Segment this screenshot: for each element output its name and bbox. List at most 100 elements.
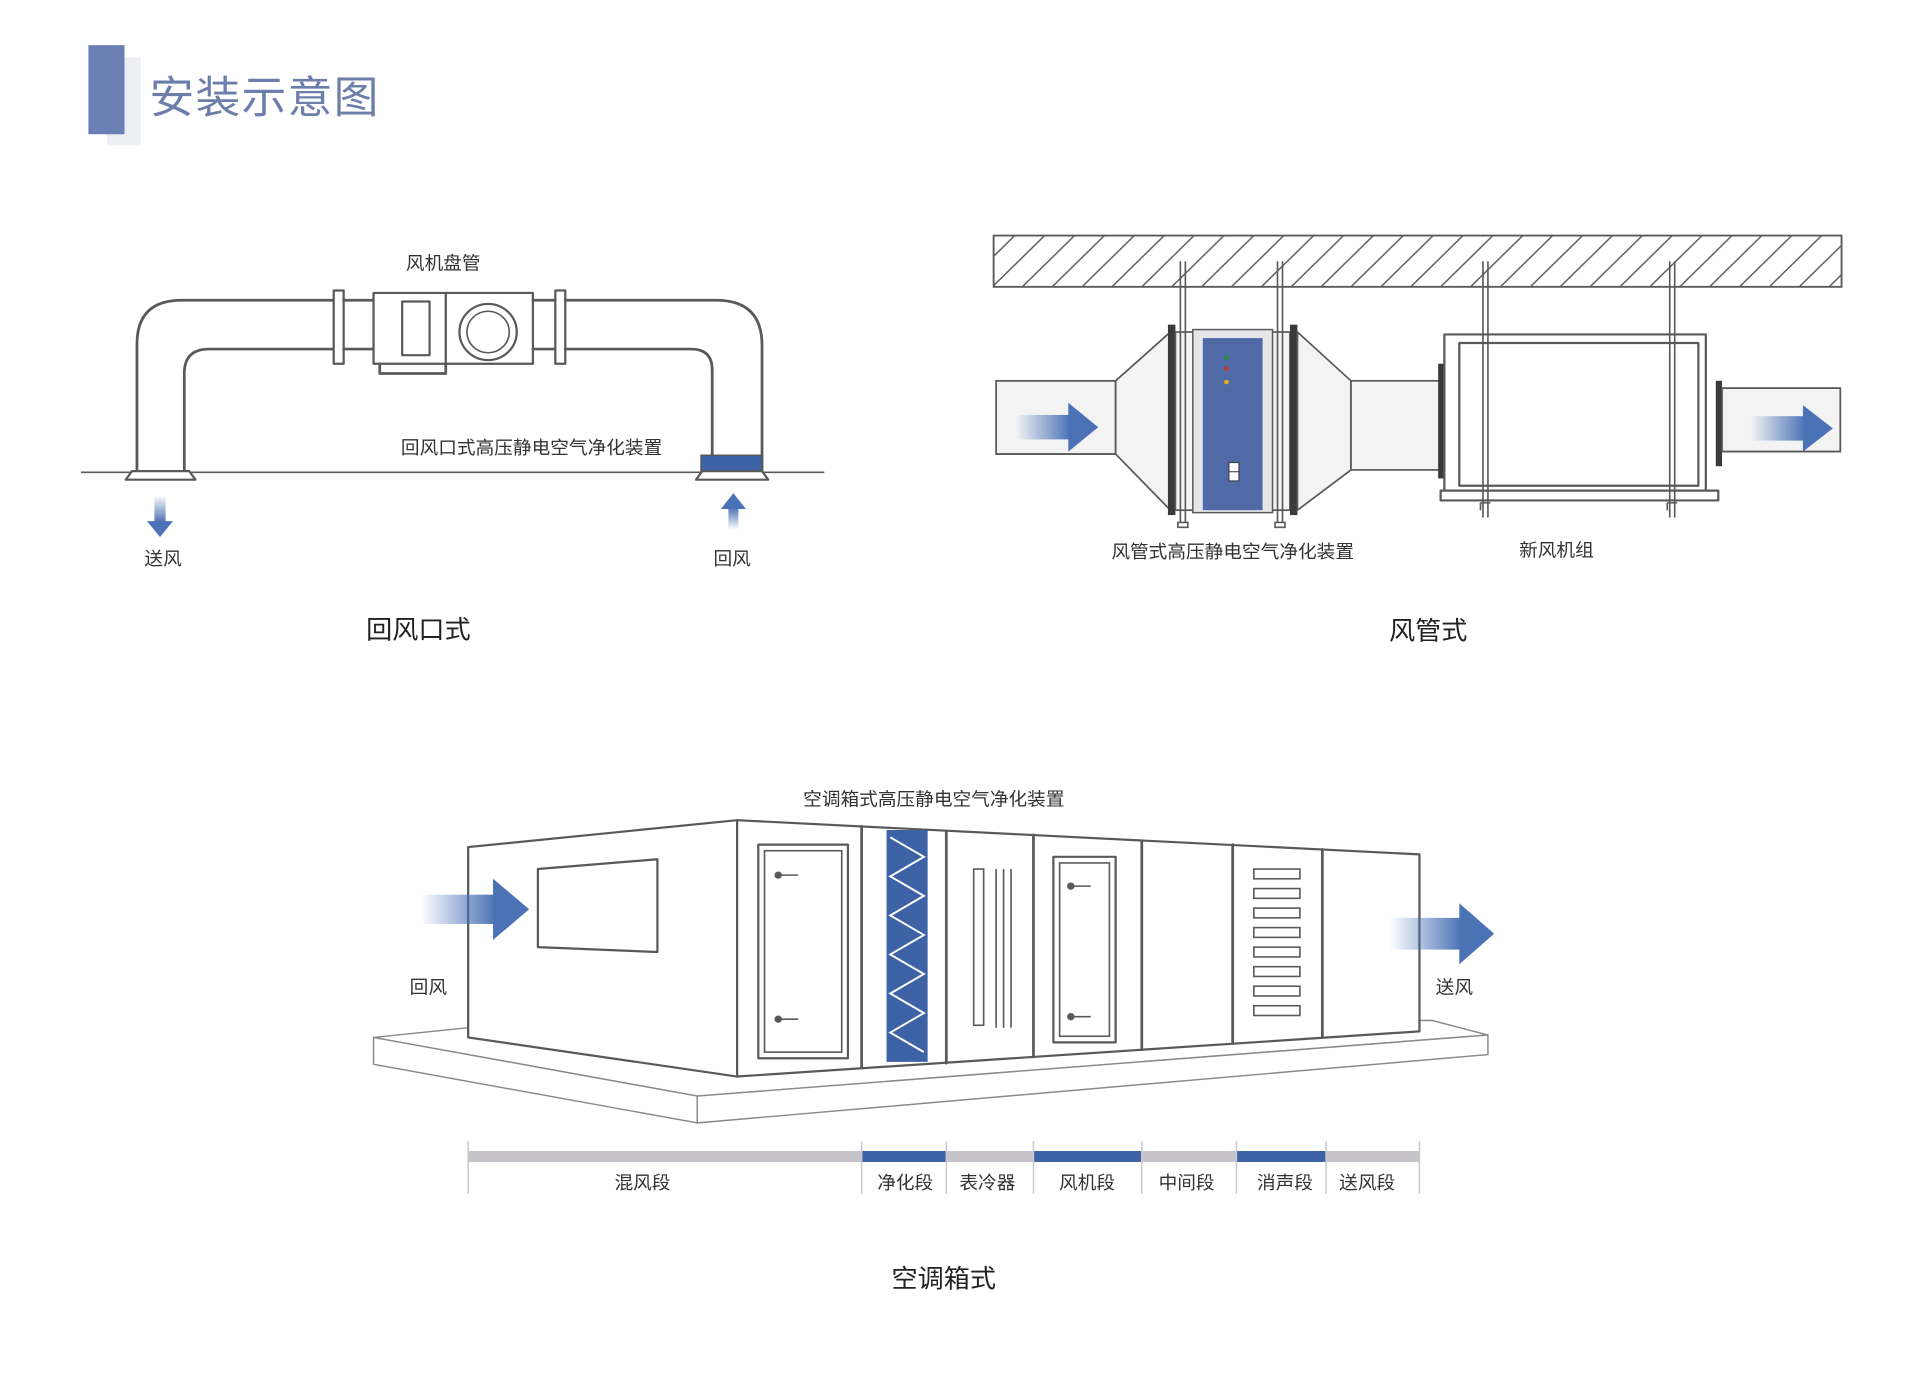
fan-wheel-outer	[458, 302, 518, 362]
ahu-supply-arrow-icon	[1389, 903, 1495, 965]
mixing-section-door	[757, 843, 850, 1060]
segment-label-fan: 风机段	[1059, 1173, 1115, 1194]
supply-duct-inner-wall	[182, 347, 338, 473]
fresh-air-unit-inlet-flange	[1438, 363, 1445, 479]
hanger-rod-4	[1666, 261, 1678, 518]
door-panel	[763, 849, 843, 1053]
duct-type-diagram: 风管式高压静电空气净化装置 新风机组 风管式	[992, 234, 1843, 647]
supply-duct-left	[124, 298, 338, 481]
fresh-air-unit-label: 新风机组	[1519, 541, 1594, 562]
arrow-down-shaft	[154, 495, 166, 523]
fan-wheel-inner	[466, 310, 511, 354]
arrow-up-shaft	[728, 507, 739, 530]
inlet-arrow-shaft	[1016, 414, 1071, 440]
hanger-rods	[1177, 261, 1678, 529]
louver-1	[1253, 868, 1301, 880]
louver-2	[1253, 887, 1301, 900]
ahu-device-label: 空调箱式高压静电空气净化装置	[803, 790, 1064, 811]
purifier-left-flange	[1167, 324, 1176, 516]
return-vent-device-label: 回风口式高压静电空气净化装置	[401, 438, 662, 459]
arrow-down-head	[146, 521, 174, 538]
ahu-supply-arrow-head	[1459, 903, 1495, 965]
return-vent-diagram: 风机盘管	[80, 254, 825, 646]
segment-bar-fan	[1033, 1150, 1142, 1162]
fan-door-handle-top	[1067, 882, 1075, 890]
silencer-louvers	[1253, 868, 1301, 1017]
outlet-arrow-head	[1802, 405, 1833, 452]
indicator-led-green	[1224, 355, 1229, 360]
ahu-caption: 空调箱式	[892, 1265, 997, 1295]
arrow-down-icon	[146, 495, 174, 538]
segment-label-silencer: 消声段	[1257, 1173, 1313, 1194]
segment-legend: 混风段 净化段 表冷器 风机段 中间段 消声段 送风段	[467, 1141, 1421, 1194]
return-vent-caption: 回风口式	[366, 616, 471, 646]
header-accent-bar	[88, 45, 125, 135]
segment-label-purification: 净化段	[877, 1173, 933, 1194]
inlet-airflow-arrow-icon	[1016, 402, 1099, 452]
indicator-led-yellow	[1224, 379, 1229, 385]
outlet-arrow-shaft	[1750, 416, 1806, 441]
louver-4	[1253, 926, 1301, 939]
segment-bar-mixing	[468, 1150, 862, 1162]
louver-8	[1253, 1004, 1301, 1017]
segment-bar-intermediate	[1141, 1150, 1237, 1162]
segment-label-cooling-coil: 表冷器	[959, 1173, 1015, 1194]
fan-door-panel	[1058, 862, 1111, 1038]
fan-coil-label: 风机盘管	[406, 254, 481, 275]
inlet-arrow-head	[1068, 402, 1099, 452]
segment-label-intermediate: 中间段	[1159, 1173, 1215, 1194]
filter-zigzag	[888, 836, 926, 1053]
return-vent-flange	[694, 470, 770, 481]
page-header: 安装示意图	[88, 45, 379, 146]
return-duct-inner-wall	[563, 347, 714, 473]
ahu-return-label: 回风	[410, 978, 447, 999]
segment-label-mixing: 混风段	[614, 1173, 670, 1194]
outlet-transition	[1296, 330, 1352, 512]
ahu-return-arrow-shaft	[420, 894, 496, 924]
cooling-coil	[972, 868, 1012, 1028]
purification-filter	[886, 829, 928, 1062]
return-duct-outer-wall	[563, 298, 764, 473]
duct-type-caption: 风管式	[1389, 617, 1468, 647]
supply-vent-flange	[124, 470, 197, 481]
ahu-section-dividers	[860, 824, 1324, 1070]
fan-coil-unit	[332, 289, 567, 375]
return-air-label: 回风	[713, 549, 750, 570]
connecting-duct	[1350, 379, 1442, 471]
supply-air-label: 送风	[144, 549, 181, 570]
hanger-rod-2	[1274, 261, 1286, 529]
fan-coil-base-step	[378, 362, 448, 375]
ahu-supply-arrow-shaft	[1389, 917, 1462, 950]
segment-label-supply: 送风段	[1339, 1173, 1395, 1194]
hanger-rod-1	[1177, 261, 1189, 529]
inlet-transition	[1114, 330, 1172, 513]
louver-5	[1253, 946, 1301, 958]
ahu-window	[536, 858, 659, 954]
ahu-supply-label: 送风	[1436, 978, 1473, 999]
fan-coil-inner-panel	[401, 300, 431, 357]
return-duct-right	[563, 298, 770, 481]
door-frame	[757, 843, 850, 1060]
hanger-rod-3	[1479, 261, 1491, 518]
ceiling-slab	[992, 234, 1843, 288]
segment-bar-silencer	[1236, 1150, 1327, 1162]
arrow-up-icon	[720, 493, 746, 530]
segment-bar-cooling-coil	[946, 1150, 1034, 1162]
segment-bar-supply	[1326, 1150, 1420, 1162]
fan-door-handle-bottom	[1067, 1013, 1075, 1021]
purifier-control-panel	[1192, 328, 1274, 514]
air-handling-unit-diagram: 空调箱式高压静电空气净化装置	[372, 790, 1495, 1295]
indicator-led-red	[1224, 366, 1229, 371]
louver-7	[1253, 985, 1301, 997]
supply-duct-outer-wall	[135, 298, 338, 473]
filter-body	[886, 829, 928, 1062]
outlet-airflow-arrow-icon	[1750, 405, 1833, 452]
purifier-right-flange	[1289, 324, 1298, 516]
fan-door-frame	[1052, 855, 1117, 1044]
segment-bar-purification	[861, 1150, 947, 1162]
ahu-return-arrow-icon	[420, 878, 530, 940]
platform-front-face	[696, 1034, 1489, 1124]
page-title: 安装示意图	[149, 73, 379, 123]
fan-coil-right-flange	[554, 289, 567, 365]
